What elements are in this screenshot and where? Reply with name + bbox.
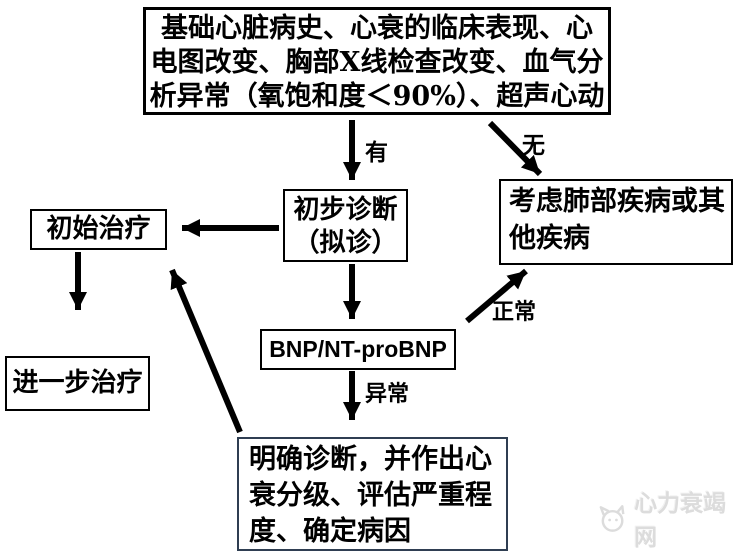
confirm-line: 衰分级、评估严重程	[249, 480, 492, 511]
confirm-line: 度、确定病因	[249, 516, 411, 547]
edge-label-yes: 有	[365, 139, 388, 166]
criteria-line: 基础心脏病史、心衰的临床表现、心	[161, 13, 593, 44]
other-disease-line: 他疾病	[509, 223, 590, 254]
edge-label-no: 无	[522, 132, 545, 159]
preliminary-line: 初步诊断	[293, 195, 398, 225]
initial-treatment-box: 初始治疗	[30, 209, 167, 250]
other-disease-line: 考虑肺部疾病或其	[509, 186, 725, 217]
watermark-text: 心力衰竭网	[634, 491, 727, 551]
cat-face-icon	[599, 505, 625, 532]
confirm-diagnosis-box: 明确诊断，并作出心 衰分级、评估严重程 度、确定病因	[237, 437, 508, 551]
preliminary-line: （拟诊）	[293, 228, 398, 258]
other-disease-box: 考虑肺部疾病或其 他疾病	[499, 179, 733, 265]
watermark: 心力衰竭网	[596, 491, 746, 551]
edge-label-normal: 正常	[492, 299, 537, 325]
criteria-box: 基础心脏病史、心衰的临床表现、心 电图改变、胸部X线检查改变、血气分 析异常（氧…	[143, 7, 611, 115]
preliminary-diagnosis-box: 初步诊断 （拟诊）	[283, 189, 408, 262]
criteria-line: 析异常（氧饱和度＜90%）、超声心动	[149, 81, 605, 112]
further-treatment-box: 进一步治疗	[5, 356, 150, 411]
bnp-test-box: BNP/NT-proBNP	[260, 329, 456, 370]
criteria-line: 电图改变、胸部X线检查改变、血气分	[150, 47, 604, 78]
arrow-bnp-normal-to-other-disease	[465, 268, 528, 324]
arrow-criteria-to-other-disease	[487, 120, 543, 177]
edge-label-abnormal: 异常	[365, 381, 410, 407]
confirm-line: 明确诊断，并作出心	[249, 444, 492, 475]
arrow-confirm-to-initial-treatment	[169, 268, 243, 434]
